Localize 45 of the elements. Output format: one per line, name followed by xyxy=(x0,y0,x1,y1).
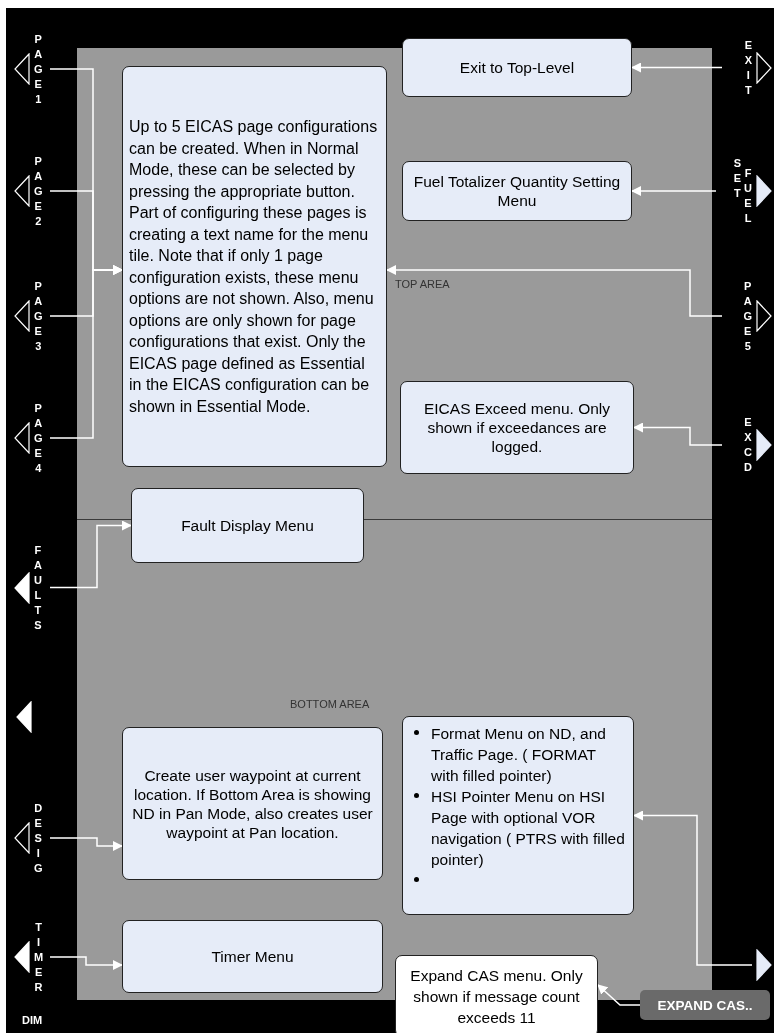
dim-label: DIM xyxy=(22,1014,43,1026)
callout-text: Format Menu on ND, and Traffic Page. ( FORMAT with filled pointer) xyxy=(431,725,606,784)
callout-text: Fuel Totalizer Quantity Setting Menu xyxy=(412,172,622,210)
callout-box xyxy=(402,161,632,221)
callout-text: Exit to Top-Level xyxy=(459,58,575,77)
softkey-label: FAULTS xyxy=(34,542,42,633)
expand-cas-button: EXPAND CAS.. xyxy=(640,990,770,1020)
callout-text: HSI Pointer Menu on HSI Page with optional VOR navigation ( PTRS with filled pointer) xyxy=(431,788,625,868)
callout-box xyxy=(122,727,383,880)
callout-text: Timer Menu xyxy=(211,947,294,966)
softkey-label: PAGE5 xyxy=(743,278,752,354)
softkey-label: EXCD xyxy=(744,415,752,475)
connector-arrow xyxy=(386,265,723,317)
connector-arrow xyxy=(49,520,132,589)
connector-arrow xyxy=(49,837,123,851)
area-label: BOTTOM AREA xyxy=(290,698,370,711)
connector-arrow xyxy=(633,422,723,446)
connector-arrow xyxy=(631,186,717,196)
callout-text: Fault Display Menu xyxy=(181,516,314,535)
connector-arrow xyxy=(633,810,753,966)
softkey-label: PAGE1 xyxy=(34,31,43,107)
connector-arrow xyxy=(49,265,123,439)
callout-box xyxy=(122,920,383,993)
callout-text: Expand CAS menu. Only shown if message count exceeds 11 xyxy=(409,965,584,1028)
softkey-label: TIMER xyxy=(34,919,44,995)
softkey-label: PAGE3 xyxy=(34,278,43,354)
callout-box xyxy=(400,381,634,474)
area-label: TOP AREA xyxy=(395,278,450,291)
callout-box xyxy=(402,716,634,915)
callout-box xyxy=(402,38,632,97)
softkey-label: DESIG xyxy=(34,800,43,876)
connector-arrow xyxy=(631,62,723,73)
connector-arrow xyxy=(49,956,123,970)
softkey-label: PAGE2 xyxy=(34,153,43,229)
callout-text: Up to 5 EICAS page configurations can be created. When in Normal Mode, these can be selected by pressing the appropriate button. Part of configuring these pages is creating a text name for the menu tile. Note that if only 1 page configuration exists, these menu options are not shown. Also, menu options are only shown for page configurations that exist. Only the EICAS page defined as Essential in the EICAS configuration can be shown in Essential Mode. xyxy=(129,117,379,417)
connector-arrow xyxy=(597,984,641,1006)
callout-text: EICAS Exceed menu. Only shown if exceedances are logged. xyxy=(422,399,612,456)
softkey-label: FUEL xyxy=(744,166,752,226)
callout-box xyxy=(395,955,598,1033)
softkey-label: SET xyxy=(733,156,742,201)
softkey-label: EXIT xyxy=(744,37,752,98)
callout-box xyxy=(122,66,387,467)
callout-text: Create user waypoint at current location. If Bottom Area is showing ND in Pan Mode, also creates user waypoint at Pan location. xyxy=(131,765,374,842)
callout-box xyxy=(131,488,364,563)
softkey-label: PAGE4 xyxy=(34,400,43,476)
